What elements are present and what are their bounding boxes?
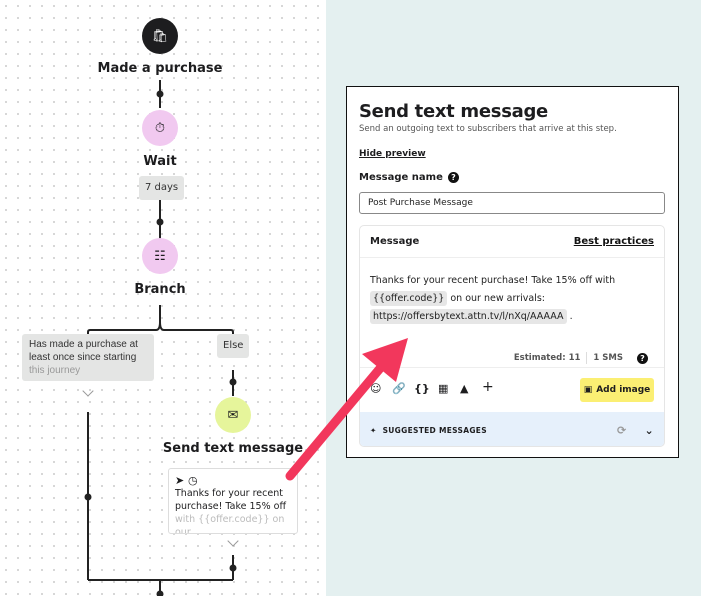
branch-condition[interactable]: Has made a purchase at least once since … [22,334,154,381]
branch-label: Branch [134,282,186,297]
hide-preview-link[interactable]: Hide preview [359,149,426,159]
else-branch[interactable]: Else [217,334,250,358]
help-icon[interactable]: ? [447,172,459,183]
panel-subtitle: Send an outgoing text to subscribers tha… [359,124,617,134]
link-icon[interactable]: 🔗 [392,382,406,395]
emoji-icon[interactable]: ☺ [370,382,382,395]
label-text: Message name [359,172,443,183]
flow-connectors [84,80,237,596]
message-editor: Message Best practices Thanks for your re… [359,225,665,447]
branch-icon[interactable]: ☷ [142,238,178,274]
wait-label: Wait [143,154,177,169]
message-text: on our new arrivals: [447,293,545,304]
condition-text: this journey [29,365,81,376]
message-name-input[interactable] [359,192,665,214]
message-icon[interactable]: ✉ [215,397,251,433]
trigger-label: Made a purchase [97,61,223,76]
message-body[interactable]: Thanks for your recent purchase! Take 15… [360,258,664,326]
bell-icon[interactable]: ▲ [460,382,469,395]
chevron-down-icon[interactable]: ⌄ [644,423,654,437]
condition-text: Has made a purchase at [29,339,138,350]
wait-duration[interactable]: 7 days [139,176,185,200]
journey-canvas[interactable]: 🛍 Made a purchase ⏱ Wait 7 days ☷ Branch… [0,0,326,596]
estimated-count: Estimated: 11 [513,353,581,363]
refresh-icon[interactable]: ⟳ [616,423,627,437]
send-text-panel: Send text message Send an outgoing text … [346,86,679,458]
preview-text: with {{offer.code}} on our [175,514,285,534]
character-estimate: Estimated: 11 1 SMS? [514,352,648,364]
preview-text: purchase! Take 15% off [175,501,287,512]
image-icon: ▣ [583,385,593,395]
message-name-label: Message name? [359,172,459,183]
preview-text: Thanks for your recent [175,488,283,499]
timer-icon[interactable]: ⏱ [142,110,178,146]
add-image-button[interactable]: ▣Add image [580,378,654,402]
variable-icon[interactable]: {} [414,382,430,395]
sms-count: 1 SMS [593,353,623,363]
message-text: Thanks for your recent purchase! Take 15… [370,275,616,286]
editor-toolbar: ☺ 🔗 {} ▦ ▲ + ▣Add image [360,367,664,411]
send-clock-icon: ➤ ◷ [175,474,198,487]
shopping-bag-icon[interactable]: 🛍 [142,18,178,54]
suggested-label: SUGGESTED MESSAGES [382,425,487,435]
help-icon[interactable]: ? [637,352,648,364]
message-text: . [566,311,573,322]
offer-code-token[interactable]: {{offer.code}} [370,291,448,306]
panel-title: Send text message [359,101,548,122]
magic-wand-icon: ✦ [370,425,377,435]
message-label: Message [370,236,420,247]
plus-icon[interactable]: + [482,379,494,395]
link-token[interactable]: https://offersbytext.attn.tv/l/nXq/AAAAA [370,309,567,324]
best-practices-link[interactable]: Best practices [573,236,654,247]
discount-icon[interactable]: ▦ [438,382,449,395]
condition-text: least once since starting [29,352,137,363]
message-preview-card[interactable]: ➤ ◷ Thanks for your recent purchase! Tak… [168,468,298,534]
suggested-messages[interactable]: ✦ SUGGESTED MESSAGES ⟳ ⌄ [360,412,664,446]
send-label: Send text message [162,441,304,456]
add-image-label: Add image [596,385,651,395]
